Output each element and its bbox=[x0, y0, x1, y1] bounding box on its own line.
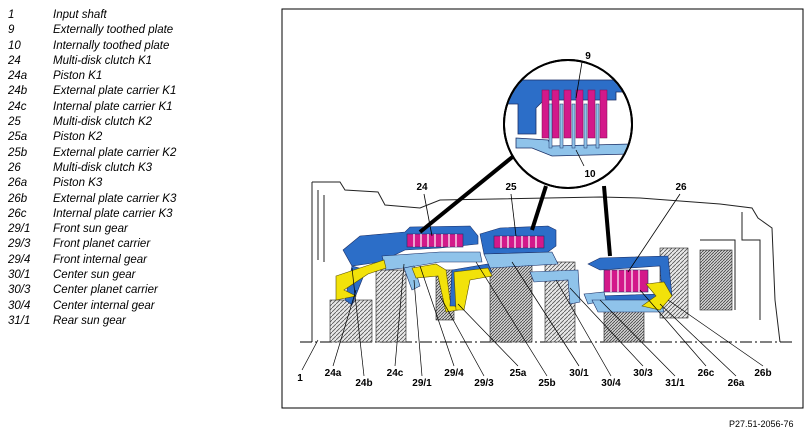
legend-label: Piston K1 bbox=[53, 70, 103, 83]
piston-k3 bbox=[641, 281, 673, 311]
callout-26a: 26a bbox=[728, 378, 745, 389]
legend-number: 25a bbox=[8, 131, 28, 144]
legend-label: Center planet carrier bbox=[53, 284, 158, 297]
callout-9: 9 bbox=[585, 51, 591, 62]
legend-number: 26 bbox=[8, 161, 21, 174]
legend-number: 26b bbox=[8, 192, 28, 205]
legend-number: 24a bbox=[8, 70, 28, 83]
callout-26b: 26b bbox=[754, 368, 771, 379]
legend-label: External plate carrier K3 bbox=[53, 192, 177, 205]
callout-31-1: 31/1 bbox=[665, 378, 685, 389]
piston-k2 bbox=[453, 267, 493, 311]
legend-label: Internal plate carrier K3 bbox=[53, 207, 173, 220]
callout-25: 25 bbox=[505, 182, 517, 193]
legend-label: Externally toothed plate bbox=[53, 24, 174, 37]
legend-number: 29/4 bbox=[8, 253, 31, 266]
legend-label: Front sun gear bbox=[53, 223, 128, 236]
legend-label: Front internal gear bbox=[53, 253, 147, 266]
legend-label: Input shaft bbox=[53, 9, 107, 21]
legend-number: 25 bbox=[8, 116, 21, 129]
clutch-k1 bbox=[342, 225, 483, 306]
legend-label: Multi-disk clutch K3 bbox=[53, 161, 153, 174]
legend-label: Front planet carrier bbox=[53, 238, 151, 251]
callout-30-3: 30/3 bbox=[633, 368, 653, 379]
legend-number: 30/3 bbox=[8, 284, 31, 297]
legend-number: 29/1 bbox=[8, 223, 31, 236]
legend-label: Multi-disk clutch K2 bbox=[53, 116, 153, 129]
bottom-leaders bbox=[301, 261, 764, 377]
bottom-callouts: 1 24a 24b 24c 29/1 29/4 29/3 25a 25b 30/… bbox=[297, 368, 771, 389]
callout-24b: 24b bbox=[355, 378, 372, 389]
callout-24c: 24c bbox=[387, 368, 404, 379]
zoom-plates bbox=[541, 89, 608, 139]
clutch-k3 bbox=[583, 255, 673, 313]
callout-29-1: 29/1 bbox=[412, 378, 432, 389]
callout-10: 10 bbox=[584, 169, 596, 180]
legend-label: External plate carrier K1 bbox=[53, 85, 177, 98]
callout-26: 26 bbox=[675, 182, 687, 193]
callout-25a: 25a bbox=[510, 368, 527, 379]
callout-29-4: 29/4 bbox=[444, 368, 464, 379]
housing-outline bbox=[311, 181, 781, 343]
legend-number: 9 bbox=[8, 24, 15, 37]
top-callouts: 24 25 26 bbox=[416, 182, 687, 273]
legend-number: 30/4 bbox=[8, 299, 31, 312]
callout-26c: 26c bbox=[698, 368, 715, 379]
callout-24: 24 bbox=[416, 182, 428, 193]
gear-sections bbox=[329, 247, 733, 343]
legend-number: 31/1 bbox=[8, 314, 31, 327]
k3-plates bbox=[603, 269, 649, 293]
legend-label: Piston K3 bbox=[53, 177, 103, 190]
legend-number: 30/1 bbox=[8, 269, 31, 282]
legend-number: 26a bbox=[8, 177, 28, 190]
legend-number: 25b bbox=[8, 146, 28, 159]
callout-1: 1 bbox=[297, 373, 303, 384]
legend-number: 29/3 bbox=[8, 238, 31, 251]
legend-label: Piston K2 bbox=[53, 131, 103, 144]
legend-number: 26c bbox=[8, 207, 27, 220]
legend-number: 1 bbox=[8, 9, 15, 21]
callout-29-3: 29/3 bbox=[474, 378, 494, 389]
legend-label: Center sun gear bbox=[53, 269, 136, 282]
callout-30-1: 30/1 bbox=[569, 368, 589, 379]
legend-number: 24c bbox=[8, 100, 27, 113]
callout-30-4: 30/4 bbox=[601, 378, 621, 389]
legend-number: 24 bbox=[8, 54, 21, 67]
legend-label: Rear sun gear bbox=[53, 314, 126, 327]
zoom-detail: 9 10 bbox=[418, 51, 633, 257]
legend-label: External plate carrier K2 bbox=[53, 146, 177, 159]
legend-label: Center internal gear bbox=[53, 299, 155, 312]
legend-number: 24b bbox=[8, 85, 28, 98]
callout-24a: 24a bbox=[325, 368, 342, 379]
legend-label: Internally toothed plate bbox=[53, 39, 170, 52]
k2-plates bbox=[493, 235, 545, 249]
piston-k1 bbox=[335, 259, 387, 301]
callout-25b: 25b bbox=[538, 378, 555, 389]
reference-code: P27.51-2056-76 bbox=[729, 419, 794, 429]
legend-label: Internal plate carrier K1 bbox=[53, 100, 173, 113]
legend-label: Multi-disk clutch K1 bbox=[53, 54, 153, 67]
legend-number: 10 bbox=[8, 39, 21, 52]
zoom-internal-plates bbox=[548, 103, 600, 149]
